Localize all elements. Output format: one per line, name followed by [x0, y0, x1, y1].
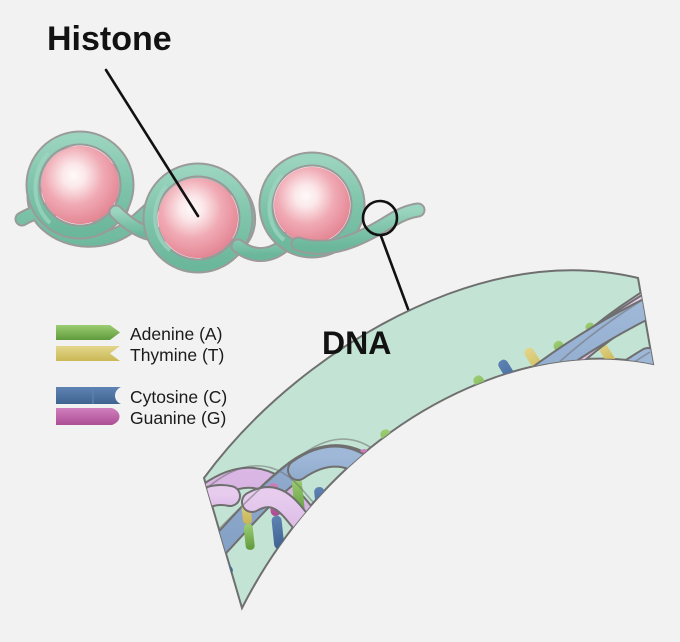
legend-swatch-thymine: [56, 346, 120, 361]
histone-core-2: [158, 178, 238, 258]
chromatin-group: [14, 130, 426, 274]
dna-panel-background: [202, 269, 655, 611]
linker-dna-3: [290, 202, 426, 255]
legend-swatch-cytosine: [56, 387, 121, 404]
nucleosome-1: [25, 130, 135, 240]
legend-item-cytosine[interactable]: Cytosine (C): [56, 387, 227, 407]
page-title-histone: Histone: [47, 20, 172, 58]
dna-panel: [202, 269, 655, 611]
label-dna: DNA: [322, 325, 391, 361]
histone-leader-line: [104, 68, 200, 218]
legend-swatch-guanine: [56, 408, 120, 425]
histone-core-1: [41, 146, 119, 224]
magnifier-circle-icon: [361, 199, 399, 237]
legend-label-guanine: Guanine (G): [130, 408, 226, 428]
nucleosome-coil-highlights: [33, 151, 286, 252]
legend-item-adenine[interactable]: Adenine (A): [56, 324, 222, 344]
legend: Adenine (A) Thymine (T) Cytosine (C) Gua…: [56, 324, 227, 428]
legend-swatch-adenine: [56, 325, 120, 340]
legend-label-cytosine: Cytosine (C): [130, 387, 227, 407]
histone-core-3: [274, 167, 350, 243]
nucleosome-2: [142, 162, 254, 274]
legend-label-thymine: Thymine (T): [130, 345, 224, 365]
legend-label-adenine: Adenine (A): [130, 324, 222, 344]
legend-item-guanine[interactable]: Guanine (G): [56, 408, 226, 428]
legend-item-thymine[interactable]: Thymine (T): [56, 345, 224, 365]
